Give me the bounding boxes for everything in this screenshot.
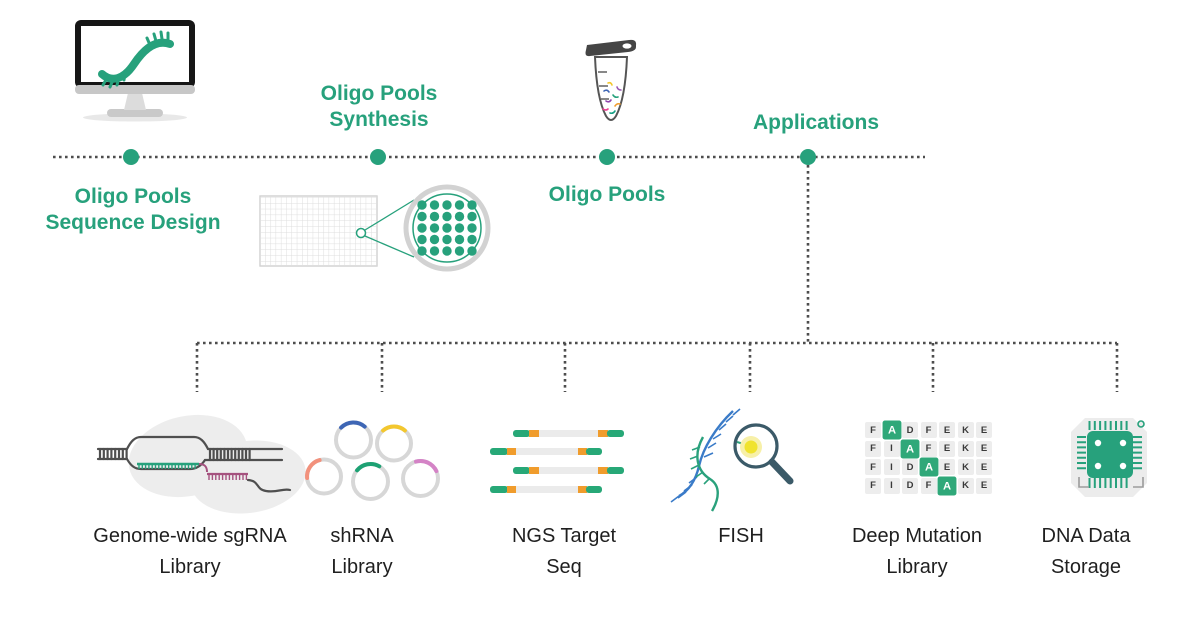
aa-tile: I [883, 440, 900, 457]
ngs-target-seq-icon [490, 430, 624, 493]
mutation-grid-icon: F A D F E K E F I A F E K E F I D A E K … [865, 420, 992, 495]
label-genome-wide-sgrna-library: Genome-wide sgRNA Library [93, 525, 287, 578]
tube-icon [585, 39, 637, 121]
aa-tile-mutated: A [919, 457, 938, 477]
timeline-dotted-line [53, 155, 1119, 392]
label-deep-mutation-library: Deep Mutation Library [851, 525, 983, 578]
aa-tile: K [957, 459, 974, 475]
label-oligo-pools-sequence-design: Oligo Pools Sequence Design [45, 185, 221, 234]
dna-storage-chip-icon [1071, 418, 1147, 497]
aa-tile: D [902, 477, 918, 494]
label-shrna-library: shRNA Library [330, 525, 394, 578]
aa-tile: F [865, 459, 881, 475]
aa-tile: D [902, 459, 918, 475]
aa-tile: E [939, 440, 955, 457]
aa-tile: E [976, 477, 992, 494]
fish-icon [670, 408, 794, 512]
aa-tile-mutated: A [900, 439, 920, 458]
aa-tile: E [976, 422, 992, 438]
label-ngs-target-seq: NGS Target Seq [511, 525, 617, 578]
microarray-spots [417, 200, 477, 256]
aa-tile: E [976, 440, 992, 457]
microarray-icon [259, 184, 491, 272]
aa-tile: F [865, 477, 881, 494]
aa-tile: E [939, 422, 955, 438]
shrna-library-icon [305, 420, 440, 501]
aa-tile: F [865, 422, 881, 438]
aa-tile-mutated: A [937, 476, 957, 495]
aa-tile: F [920, 440, 937, 457]
label-oligo-pools: Oligo Pools [548, 183, 666, 206]
aa-tile: D [902, 422, 918, 438]
label-fish: FISH [718, 525, 764, 547]
aa-tile: E [939, 459, 955, 475]
aa-tile: E [976, 459, 992, 475]
label-applications: Applications [752, 111, 880, 134]
aa-tile: K [957, 440, 974, 457]
timeline-milestone-dots [123, 149, 816, 165]
aa-tile: K [957, 422, 974, 438]
monitor-dna-icon [75, 20, 195, 122]
aa-tile: K [957, 477, 974, 494]
aa-tile: F [920, 477, 937, 494]
tube-oligos [602, 81, 622, 115]
sgrna-library-icon [96, 414, 306, 514]
aa-tile: F [920, 422, 937, 438]
aa-tile: F [865, 440, 881, 457]
label-dna-data-storage: DNA Data Storage [1041, 525, 1131, 578]
aa-tile: I [883, 477, 900, 494]
label-oligo-pools-synthesis: Oligo Pools Synthesis [320, 82, 438, 131]
aa-tile-mutated: A [882, 420, 901, 440]
aa-tile: I [883, 459, 900, 475]
